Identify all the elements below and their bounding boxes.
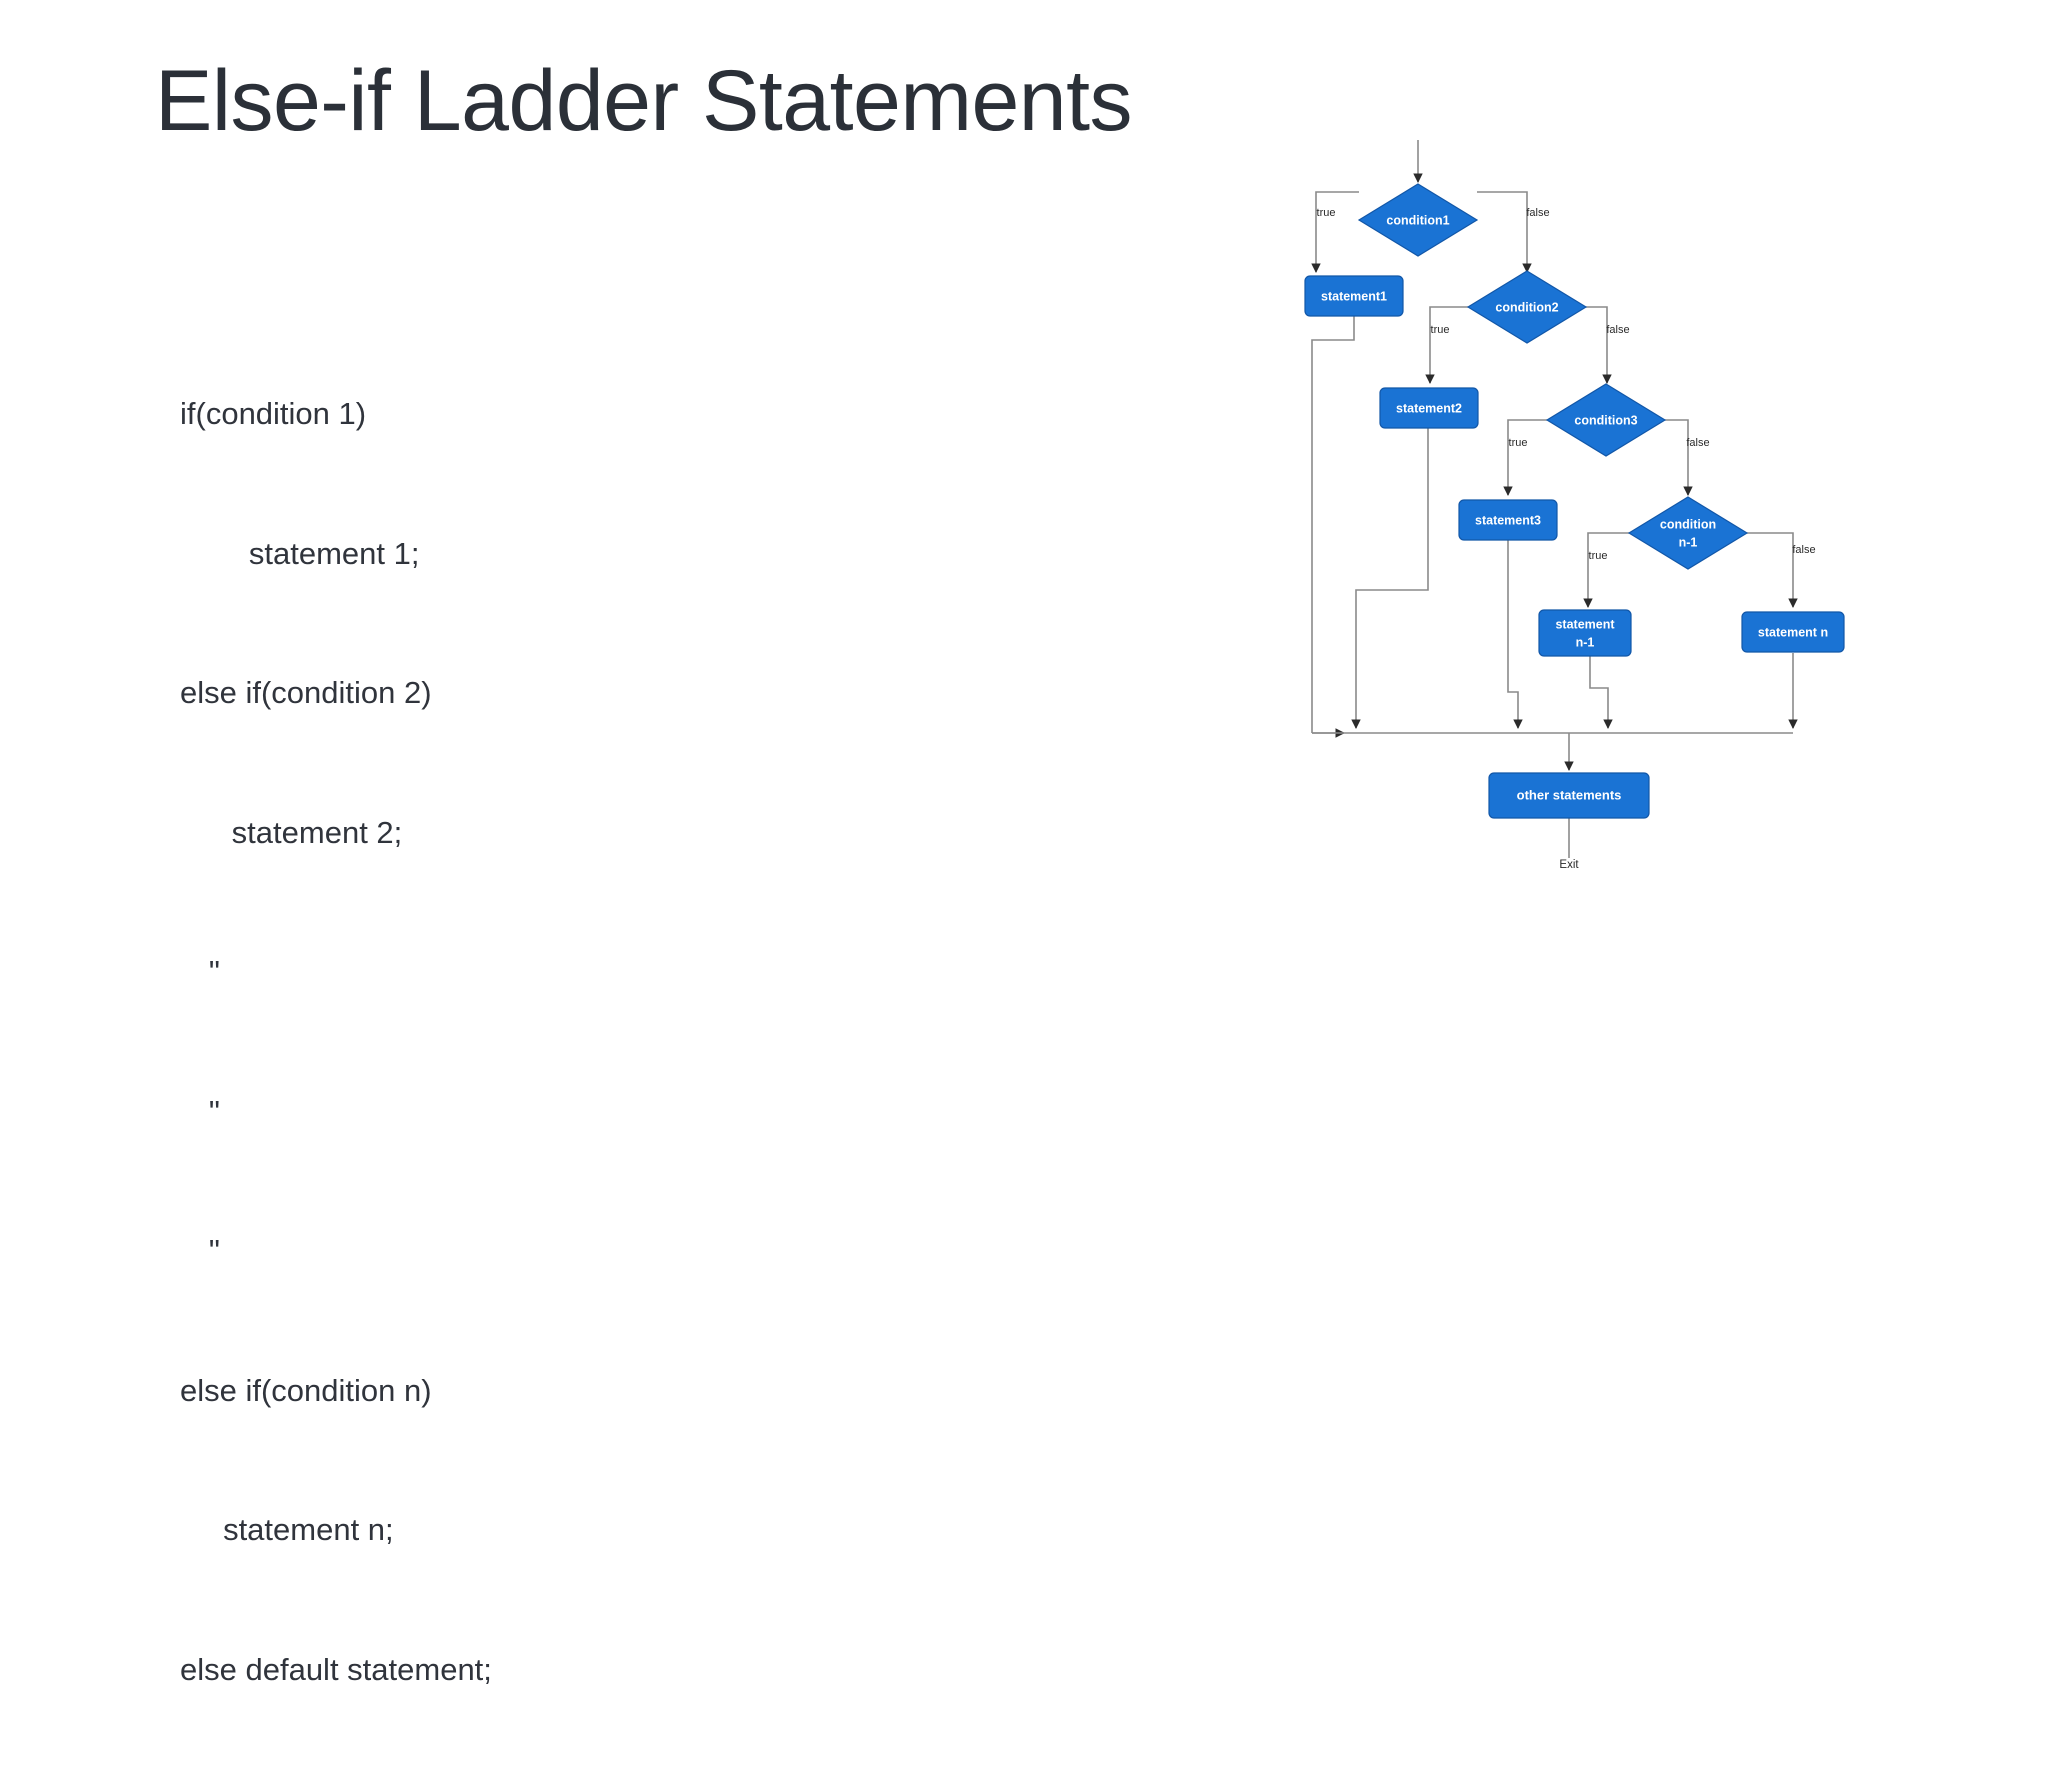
edge-cn1-true — [1583, 532, 1629, 608]
node-condition3-label: condition3 — [1574, 413, 1637, 427]
edge-stmtn1-merge — [1589, 655, 1613, 729]
code-line: else if(condition n) — [180, 1372, 432, 1408]
edge-label-cn1-true: true — [1589, 550, 1608, 562]
node-statement-n-label: statement n — [1758, 625, 1828, 639]
node-statement2[interactable]: statement2 — [1379, 387, 1479, 429]
else-if-ladder-flowchart: condition1 true false statement1 conditi… — [1290, 140, 2010, 1110]
node-statement3[interactable]: statement3 — [1458, 499, 1558, 541]
edge-stmt3-merge — [1507, 540, 1523, 729]
edge-label-c1-true: true — [1317, 207, 1336, 219]
edge-label-c2-true: true — [1431, 324, 1450, 336]
code-line-ditto: " — [180, 1093, 221, 1129]
node-condition1-label: condition1 — [1386, 213, 1449, 227]
code-line: statement n; — [180, 1512, 394, 1547]
flowchart-edges — [1311, 140, 1798, 858]
node-other-statements[interactable]: other statements — [1488, 772, 1650, 819]
edge-cn1-false — [1747, 532, 1798, 608]
node-condition2[interactable]: condition2 — [1466, 270, 1588, 344]
node-statement-n-1[interactable]: statement n-1 — [1538, 609, 1632, 657]
edge-label-c1-false: false — [1526, 207, 1549, 219]
code-line: else default statement; — [180, 1651, 492, 1687]
edge-label-c3-true: true — [1509, 437, 1528, 449]
edge-label-c2-false: false — [1606, 324, 1629, 336]
node-condition-n-1-label-line1: condition — [1660, 517, 1716, 531]
code-line: statement 2; — [180, 814, 403, 850]
node-condition-n-1[interactable]: condition n-1 — [1627, 496, 1749, 570]
code-line: if(condition 1) — [180, 396, 367, 431]
edge-label-cn1-false: false — [1792, 544, 1815, 556]
node-condition2-label: condition2 — [1495, 300, 1558, 314]
node-statement2-label: statement2 — [1396, 401, 1462, 415]
edge-c2-false — [1586, 306, 1612, 384]
edge-stmt2-merge — [1351, 428, 1429, 729]
node-statement-n[interactable]: statement n — [1741, 611, 1845, 653]
pseudocode-block: if(condition 1) statement 1; else if(con… — [180, 298, 740, 1786]
node-statement3-label: statement3 — [1475, 513, 1541, 527]
edge-c1-true — [1311, 191, 1359, 273]
slide-canvas: Else-if Ladder Statements if(condition 1… — [155, 53, 2010, 1687]
node-statement-n-1-label-line2: n-1 — [1576, 635, 1595, 649]
edge-c3-true — [1503, 419, 1547, 496]
exit-label: Exit — [1559, 859, 1579, 871]
edge-c1-false — [1477, 191, 1532, 273]
node-statement-n-1-label-line1: statement — [1555, 617, 1615, 631]
node-other-statements-label: other statements — [1517, 787, 1622, 802]
edge-label-c3-false: false — [1686, 437, 1709, 449]
node-condition3[interactable]: condition3 — [1545, 383, 1667, 457]
code-line-ditto: " — [180, 1233, 221, 1268]
code-line-ditto: " — [180, 954, 221, 989]
node-statement1[interactable]: statement1 — [1304, 275, 1404, 317]
node-condition-n-1-label-line2: n-1 — [1679, 535, 1698, 549]
node-condition1[interactable]: condition1 — [1357, 183, 1479, 257]
node-statement1-label: statement1 — [1321, 289, 1387, 303]
page-title: Else-if Ladder Statements — [155, 53, 1133, 149]
edge-c2-true — [1425, 306, 1468, 384]
code-line: statement 1; — [180, 535, 420, 571]
edge-c3-false — [1665, 419, 1693, 496]
edge-stmt1-merge — [1311, 316, 1355, 733]
code-line: else if(condition 2) — [180, 675, 432, 710]
